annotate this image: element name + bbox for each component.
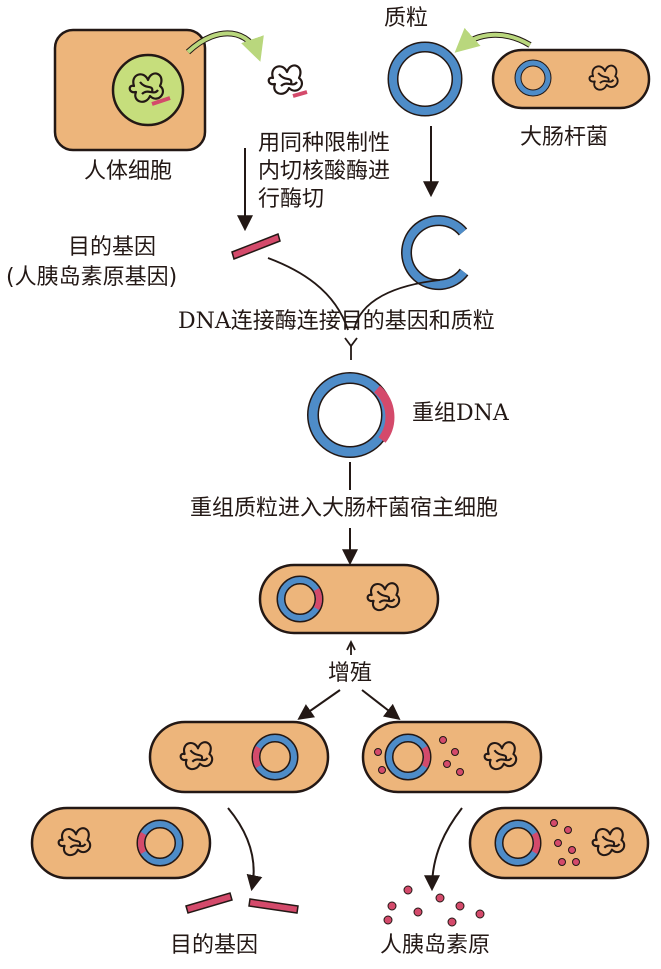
- target-gene-label: 目的基因: [68, 235, 157, 260]
- recombinant-dna-label: 重组DNA: [412, 401, 509, 426]
- plasmid-icon: [387, 41, 463, 117]
- arrow-icon: [424, 807, 463, 892]
- ligation-step-label: DNA连接酶连接目的基因和质粒: [178, 309, 495, 334]
- arrow-icon: [186, 31, 264, 62]
- ecoli-cell: [491, 48, 651, 110]
- gene-fragment-icon: [185, 892, 299, 914]
- target-gene-note: (人胰岛素原基因): [6, 265, 178, 290]
- cut-step-label-1: 用同种限制性: [258, 131, 391, 156]
- plasmid-label: 质粒: [384, 6, 429, 31]
- ecoli-protein-expression-2: [468, 806, 650, 880]
- proinsulin-dot-icon: [383, 885, 485, 927]
- chromosome-icon: [128, 72, 171, 106]
- ecoli-label: 大肠杆菌: [520, 125, 609, 150]
- arrow-icon: [454, 27, 532, 53]
- recombinant-dna-icon: [307, 372, 395, 458]
- product-proinsulin-label: 人胰岛素原: [380, 933, 491, 958]
- arrow-icon: [227, 807, 263, 892]
- transformation-step-label: 重组质粒进入大肠杆菌宿主细胞: [190, 496, 499, 521]
- product-gene-label: 目的基因: [170, 933, 259, 958]
- arrow-icon: [361, 689, 401, 720]
- ecoli-gene-clone-2: [30, 806, 212, 880]
- cut-step-label-2: 内切核酸酶进: [258, 159, 391, 184]
- ecoli-protein-expression: [361, 720, 543, 794]
- cut-step-label-3: 行酶切: [258, 187, 325, 212]
- ecoli-gene-clone: [148, 720, 330, 794]
- proliferation-label: 增殖: [328, 661, 373, 686]
- cut-plasmid-icon: [401, 215, 469, 291]
- extracted-dna: [267, 64, 308, 98]
- human-cell-label: 人体细胞: [84, 159, 173, 184]
- gene-fragment-icon: [231, 233, 281, 260]
- arrow-icon: [297, 689, 341, 720]
- transformed-ecoli: [258, 563, 440, 635]
- human-cell: [53, 28, 207, 152]
